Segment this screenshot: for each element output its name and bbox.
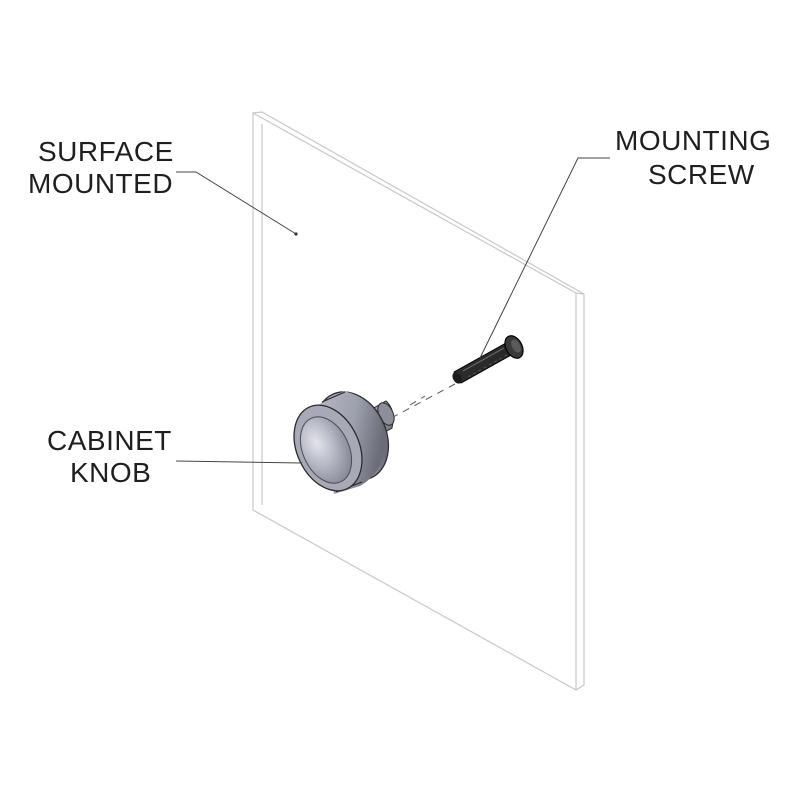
label-cabinet-knob-line2: KNOB: [70, 457, 151, 488]
label-cabinet-knob: CABINET KNOB: [47, 425, 172, 488]
leader-lines: [175, 157, 610, 464]
label-surface-mounted-line2: MOUNTED: [28, 168, 173, 199]
label-surface-mounted: SURFACE MOUNTED: [28, 136, 174, 199]
leader-surface-mounted: [176, 171, 297, 235]
leader-cabinet-knob: [175, 460, 303, 464]
cabinet-knob-graphic: [293, 391, 395, 494]
mounting-screw-graphic: [452, 335, 524, 384]
assembly-axis: [379, 375, 471, 425]
label-cabinet-knob-line1: CABINET: [47, 425, 172, 456]
mounting-panel: [252, 111, 585, 692]
label-mounting-screw-line1: MOUNTING: [615, 125, 771, 156]
leader-mounting-screw: [479, 157, 610, 359]
label-surface-mounted-line1: SURFACE: [38, 136, 174, 167]
label-mounting-screw: MOUNTING SCREW: [615, 125, 771, 190]
label-mounting-screw-line2: SCREW: [648, 159, 755, 190]
